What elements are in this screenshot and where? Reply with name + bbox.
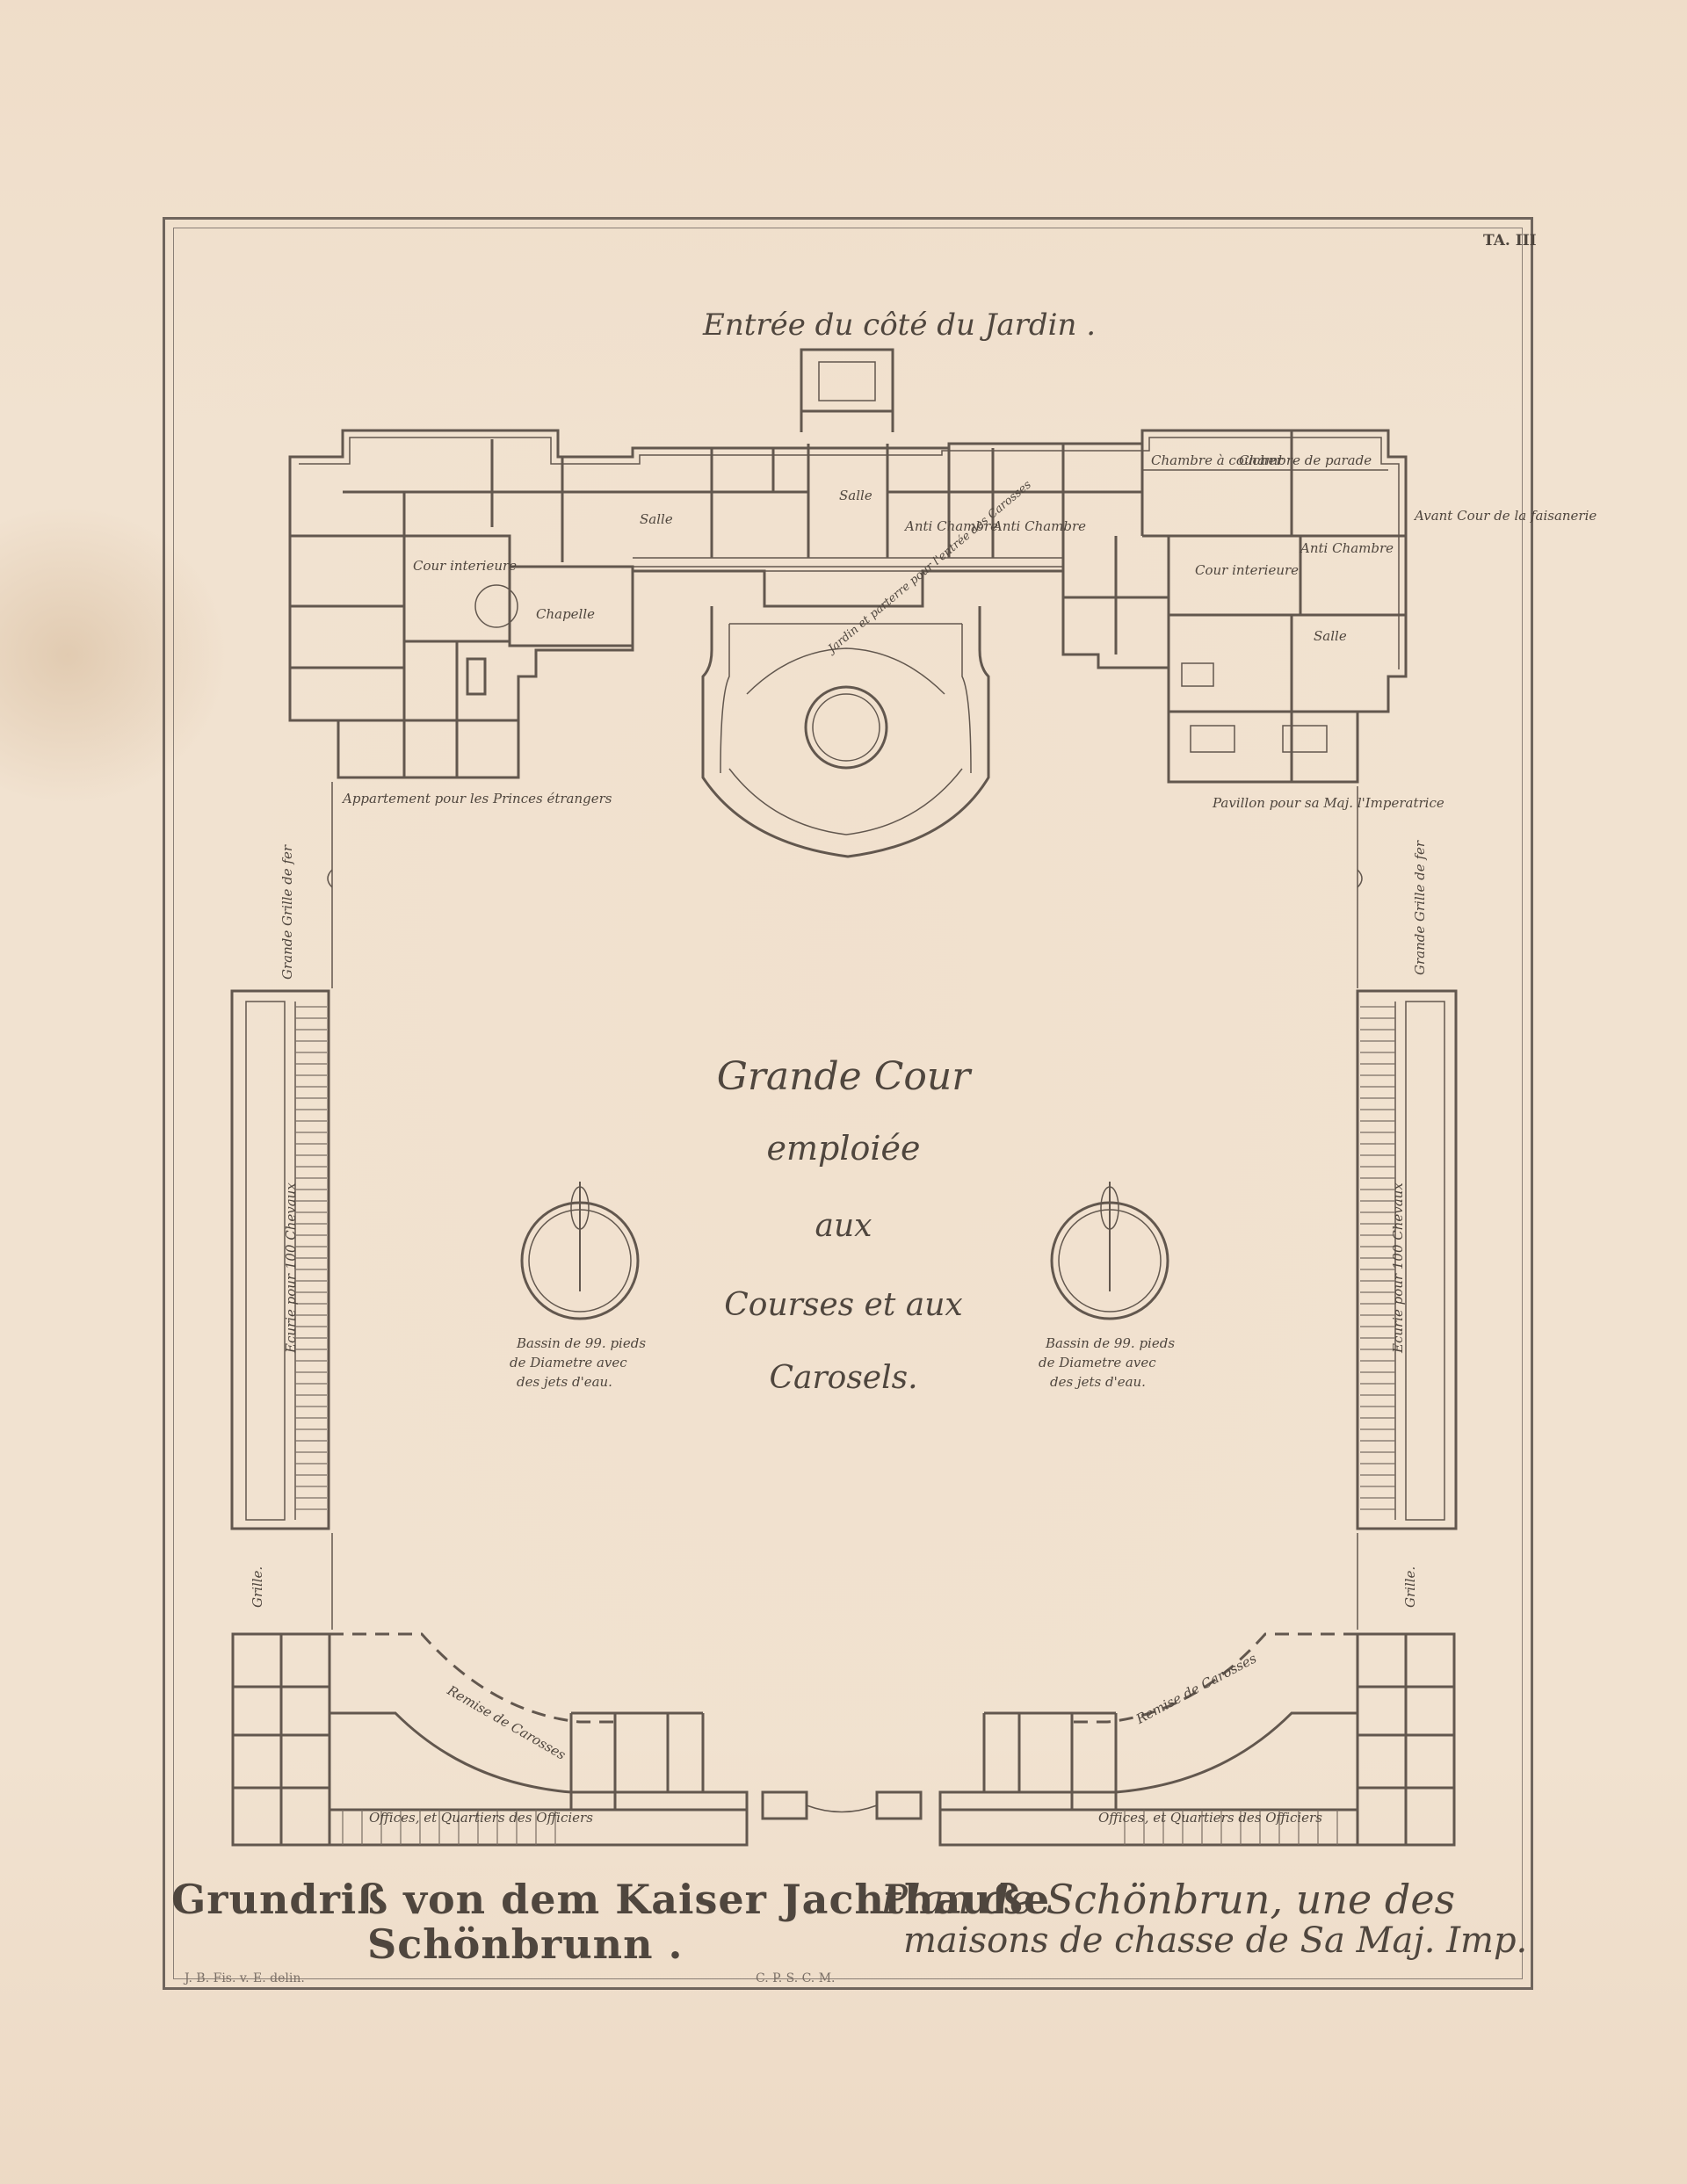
garden-entrance-label: Entrée du côté du Jardin . — [703, 307, 1097, 343]
gate-piers — [761, 1790, 923, 1820]
court-line-4: Courses et aux — [724, 1287, 963, 1323]
lower-right-wing — [938, 1632, 1456, 1847]
court-line-3: aux — [815, 1208, 872, 1244]
basin-left-caption-3: des jets d'eau. — [517, 1374, 612, 1390]
basin-right — [1050, 1182, 1169, 1320]
basin-right-caption-1: Bassin de 99. pieds — [1046, 1335, 1176, 1351]
label-grille-small-left: Grille. — [250, 1566, 265, 1608]
label-chambre-a-coucher: Chambre à coucher — [1151, 452, 1283, 468]
label-salle-right: Salle — [1314, 628, 1347, 644]
label-avant-cour: Avant Cour de la faisanerie — [1415, 508, 1597, 524]
right-stable-gallery — [1356, 989, 1458, 1530]
court-line-5: Carosels. — [769, 1360, 918, 1396]
main-palace-block — [288, 429, 1408, 784]
lower-left-wing — [231, 1632, 749, 1847]
plate-frame-outer — [163, 217, 1533, 1990]
title-french-line-1: Plan de Schönbrun, une des — [880, 1876, 1456, 1923]
label-offices-right: Offices, et Quartiers des Officiers — [1098, 1810, 1322, 1826]
label-cour-right: Cour interieure — [1195, 562, 1300, 578]
label-chambre-de-parade: Chambre de parade — [1239, 452, 1372, 468]
label-cour-left: Cour interieure — [413, 558, 518, 574]
label-pavillon-imperatrice: Pavillon pour sa Maj. l'Imperatrice — [1213, 795, 1444, 811]
plate-frame-inner — [173, 228, 1523, 1979]
title-german-line-2: Schönbrunn . — [367, 1920, 684, 1968]
title-german-line-1: Grundriß von dem Kaiser Jachthauße — [171, 1876, 1051, 1923]
basin-right-caption-3: des jets d'eau. — [1050, 1374, 1146, 1390]
label-anti-chambre-2: Anti Chambre — [993, 518, 1087, 534]
left-stable-gallery — [230, 989, 330, 1530]
basin-left-caption-2: de Diametre avec — [510, 1355, 627, 1370]
label-salle-center: Salle — [640, 511, 673, 527]
label-anti-chambre-right: Anti Chambre — [1300, 540, 1394, 556]
central-parterre — [701, 570, 990, 858]
credit-center: C. P. S. C. M. — [756, 1971, 836, 1985]
title-french-line-2: maisons de chasse de Sa Maj. Imp. — [903, 1920, 1528, 1961]
label-anti-chambre-1: Anti Chambre — [905, 518, 999, 534]
court-line-2: emploiée — [766, 1129, 921, 1168]
label-offices-left: Offices, et Quartiers des Officiers — [369, 1810, 593, 1826]
label-appartement-princes: Appartement pour les Princes étrangers — [343, 791, 612, 806]
label-grille-right: Grande Grille de fer — [1412, 840, 1428, 975]
label-chapelle: Chapelle — [536, 606, 596, 622]
basin-left-caption-1: Bassin de 99. pieds — [517, 1335, 647, 1351]
label-grille-left: Grande Grille de fer — [279, 844, 295, 980]
garden-entrance-pavilion — [800, 348, 894, 432]
credit-left: J. B. Fis. v. E. delin. — [185, 1971, 305, 1985]
plate-number: TA. III — [1483, 232, 1537, 249]
basin-left — [520, 1182, 640, 1320]
court-line-1: Grande Cour — [716, 1054, 971, 1099]
label-salle-center-2: Salle — [839, 488, 872, 503]
basin-right-caption-2: de Diametre avec — [1039, 1355, 1156, 1370]
label-grille-small-right: Grille. — [1402, 1566, 1418, 1608]
